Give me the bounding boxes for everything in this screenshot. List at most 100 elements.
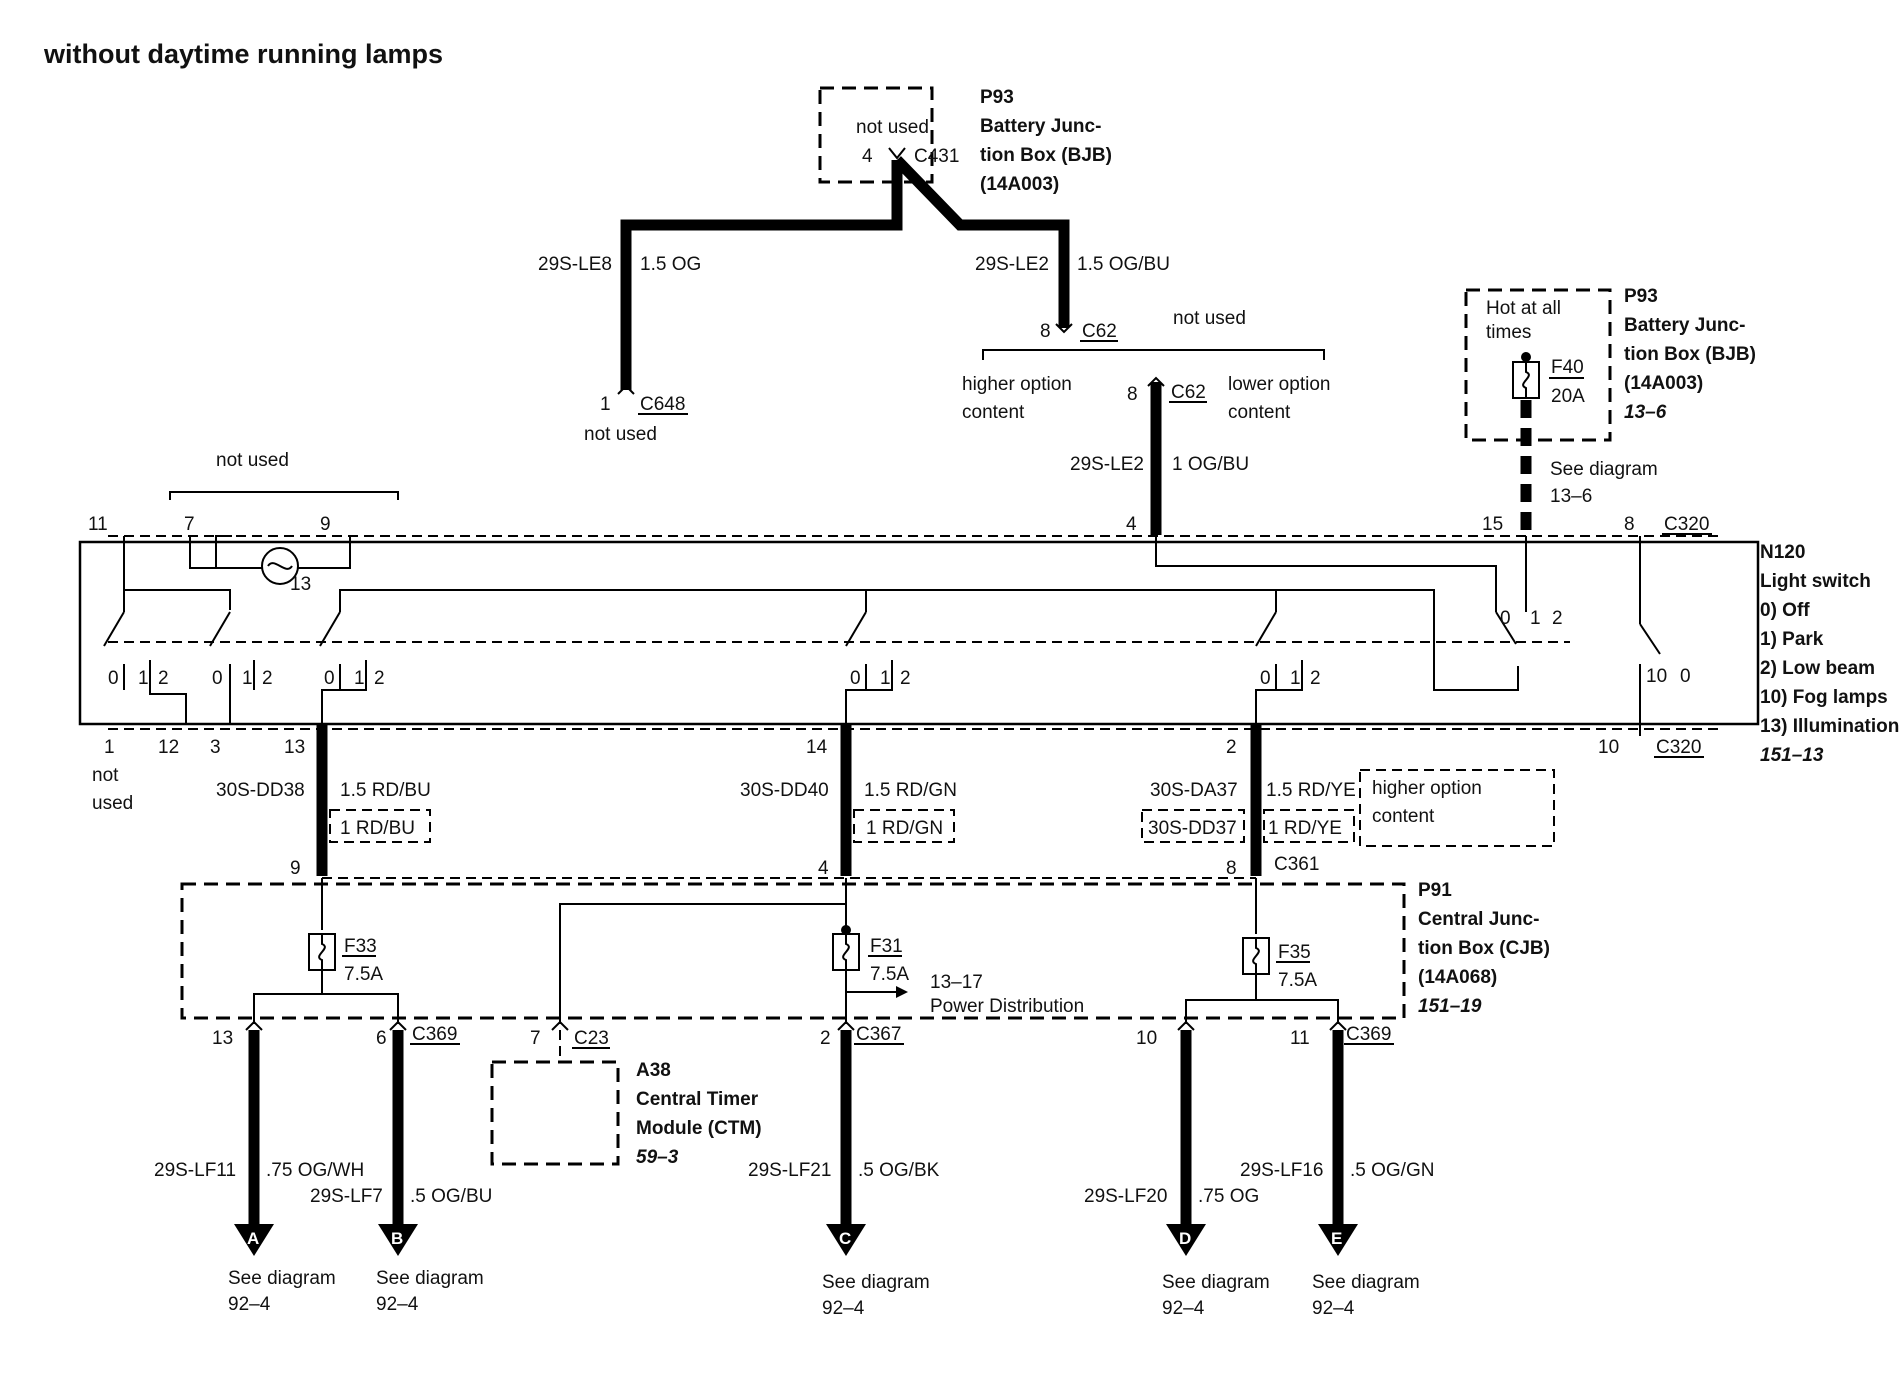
arrow-e-icon [1318, 1224, 1358, 1256]
cjb-in-connector: C361 [1274, 854, 1319, 875]
wire-le2-gauge: 1.5 OG/BU [1077, 254, 1170, 275]
higher-option-1: higher option [962, 374, 1072, 395]
wire-le2b-gauge: 1 OG/BU [1172, 454, 1249, 475]
output-e: E 29S-LF16 .5 OG/GN See diagram 92–4 [1240, 1030, 1434, 1319]
svg-text:10: 10 [1646, 666, 1667, 687]
bjb-right-name-3: (14A003) [1624, 373, 1703, 394]
f31-rating: 7.5A [870, 964, 909, 985]
wire-le2b-circuit: 29S-LE2 [1070, 454, 1144, 475]
bjb-top-name-1: Battery Junc- [980, 116, 1101, 137]
switch-top-connector: C320 [1664, 514, 1709, 535]
svg-text:0: 0 [108, 668, 119, 689]
output-a-see: See diagram [228, 1268, 336, 1289]
output-a-gauge: .75 OG/WH [266, 1160, 364, 1181]
dd38-alt: 1 RD/BU [340, 818, 415, 839]
cjb-out-pin-7: 7 [530, 1028, 541, 1049]
wire-le2-circuit: 29S-LE2 [975, 254, 1049, 275]
bjb-top-not-used: not used [856, 117, 929, 138]
c62-bottom-pin: 8 [1127, 384, 1138, 405]
cjb-out-pin-2: 2 [820, 1028, 831, 1049]
cjb-id: P91 [1418, 880, 1452, 901]
light-switch-legend-illum: 13) Illumination [1760, 716, 1899, 737]
bjb-right-box [1464, 288, 1612, 442]
svg-text:1: 1 [354, 668, 365, 689]
switch-group-2: 0 1 2 [212, 660, 273, 724]
higher-option-box [1359, 769, 1555, 847]
output-e-see: See diagram [1312, 1272, 1420, 1293]
bjb-top-name-2: tion Box (BJB) [980, 145, 1112, 166]
f35-split [1185, 974, 1339, 1024]
switch-group-3: 0 1 2 [321, 660, 385, 724]
svg-text:0: 0 [1260, 668, 1271, 689]
see-diagram-13-6-b: 13–6 [1550, 486, 1592, 507]
output-a: A 29S-LF11 .75 OG/WH See diagram 92–4 [154, 1030, 364, 1315]
ctm-ref: 59–3 [636, 1147, 679, 1168]
wire-le8-circuit: 29S-LE8 [538, 254, 612, 275]
switch-bottom-pin-1: 1 [104, 737, 115, 758]
higher-option-2: content [962, 402, 1025, 423]
ctm-name-1: Central Timer [636, 1089, 759, 1110]
light-switch-legend-low-beam: 2) Low beam [1760, 658, 1875, 679]
dd37-alt-gauge: 1 RD/YE [1268, 818, 1342, 839]
bjb-right-name-2: tion Box (BJB) [1624, 344, 1756, 365]
output-c-circuit: 29S-LF21 [748, 1160, 831, 1181]
f40-fuse-element [1522, 362, 1530, 398]
arrow-b-icon [378, 1224, 418, 1256]
output-b-circuit: 29S-LF7 [310, 1186, 383, 1207]
see-diagram-13-6-a: See diagram [1550, 459, 1658, 480]
c648-pin: 1 [600, 394, 611, 415]
f31-fuse-element [842, 934, 850, 970]
connector-mark-c648 [617, 384, 635, 395]
switch-top-pin-7: 7 [184, 514, 195, 535]
da37-circuit: 30S-DA37 [1150, 780, 1238, 801]
svg-text:1: 1 [1530, 608, 1541, 629]
dd37-alt-gauge-box [1263, 809, 1355, 843]
output-b-gauge: .5 OG/BU [410, 1186, 492, 1207]
output-d: D 29S-LF20 .75 OG See diagram 92–4 [1084, 1030, 1270, 1319]
cjb-name-3: (14A068) [1418, 967, 1497, 988]
dd40-circuit: 30S-DD40 [740, 780, 829, 801]
f33-rating: 7.5A [344, 964, 383, 985]
f33-split [253, 970, 399, 1024]
f31-label: F31 [870, 936, 903, 957]
switch-bottom-not-used-1: not [92, 765, 119, 786]
arrow-c-icon [826, 1224, 866, 1256]
f31-junction [841, 925, 851, 935]
f35-label: F35 [1278, 942, 1311, 963]
switch-group-5: 0 1 2 [1255, 660, 1321, 724]
c367-label: C367 [856, 1024, 901, 1045]
dd38-circuit: 30S-DD38 [216, 780, 305, 801]
cjb-out-connector-marks [245, 1020, 1347, 1031]
c23-label: C23 [574, 1028, 609, 1049]
svg-text:2: 2 [158, 668, 169, 689]
switch-top-pin-4: 4 [1126, 514, 1137, 535]
lower-option-2: content [1228, 402, 1291, 423]
c62-option-bracket [982, 349, 1325, 360]
arrow-a-icon [234, 1224, 274, 1256]
dd38-gauge: 1.5 RD/BU [340, 780, 431, 801]
light-switch-legend-fog: 10) Fog lamps [1760, 687, 1888, 708]
arrow-c-letter: C [839, 1229, 851, 1248]
arrow-a-letter: A [247, 1229, 259, 1248]
svg-text:2: 2 [1310, 668, 1321, 689]
output-b: B 29S-LF7 .5 OG/BU See diagram 92–4 [310, 1030, 492, 1315]
wires-top: 29S-LE8 1.5 OG 29S-LE2 1.5 OG/BU 1 C648 … [538, 147, 1330, 535]
illumination-circuit [189, 535, 351, 569]
switch-not-used-bracket [169, 491, 399, 500]
c62-top-pin: 8 [1040, 321, 1051, 342]
c62-top-label: C62 [1082, 321, 1117, 342]
output-d-gauge: .75 OG [1198, 1186, 1259, 1207]
f40-rating: 20A [1551, 386, 1585, 407]
cjb-in-pin-4: 4 [818, 858, 829, 879]
switch-contacts [103, 611, 1661, 655]
svg-text:1: 1 [880, 668, 891, 689]
svg-text:0: 0 [850, 668, 861, 689]
ctm-id: A38 [636, 1060, 671, 1081]
output-c-see: See diagram [822, 1272, 930, 1293]
c62-not-used: not used [1173, 308, 1246, 329]
output-e-ref: 92–4 [1312, 1298, 1355, 1319]
output-d-circuit: 29S-LF20 [1084, 1186, 1167, 1207]
output-b-see: See diagram [376, 1268, 484, 1289]
mid-wires: 30S-DD38 1.5 RD/BU 1 RD/BU 30S-DD40 1.5 … [216, 724, 1555, 879]
